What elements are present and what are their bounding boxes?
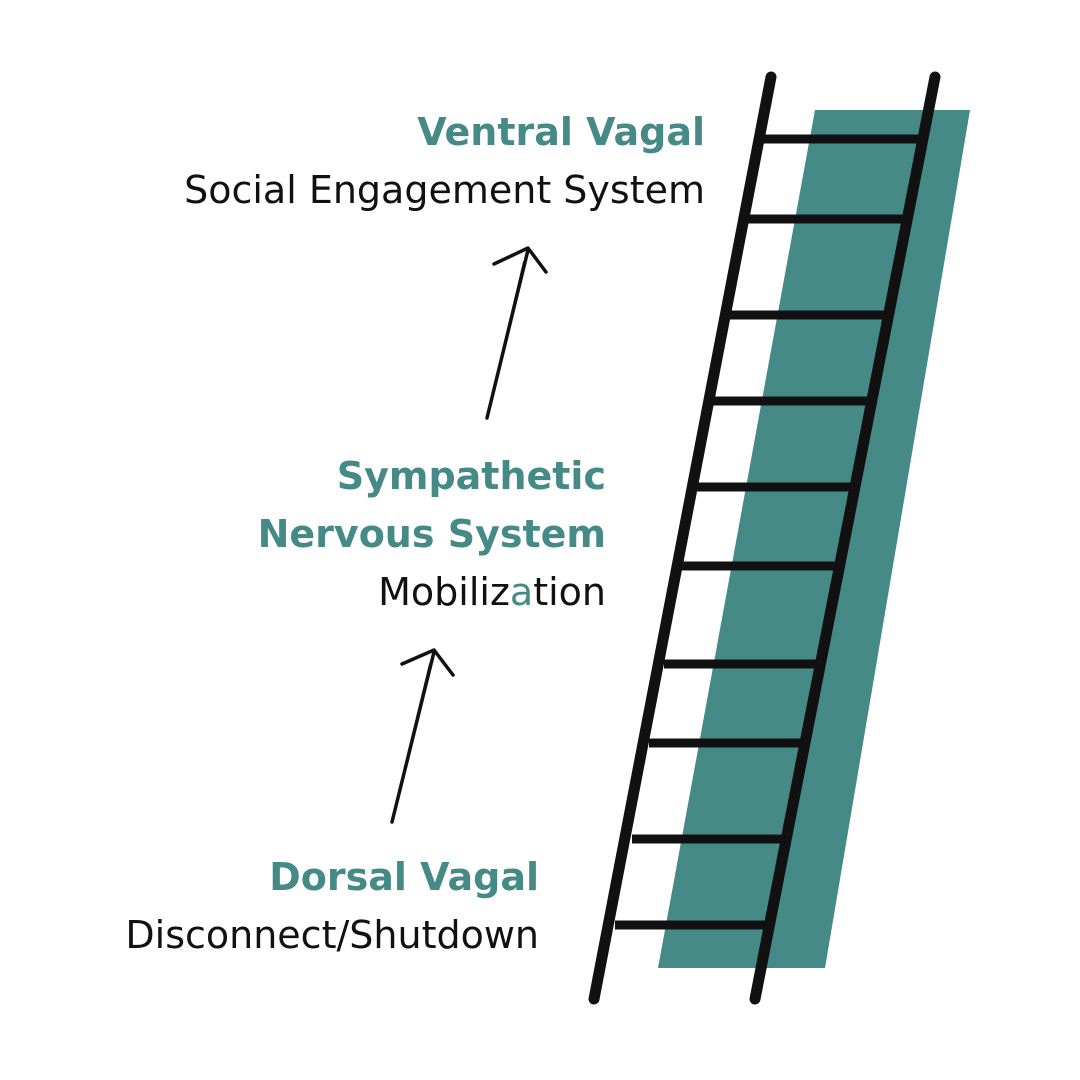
sympathetic-title-line1: Sympathetic	[336, 454, 606, 498]
dorsal-vagal-label: Dorsal Vagal Disconnect/Shutdown	[125, 855, 539, 957]
dorsal-vagal-title: Dorsal Vagal	[269, 855, 539, 899]
dorsal-vagal-subtitle: Disconnect/Shutdown	[125, 912, 539, 957]
up-arrow-icon	[390, 648, 455, 824]
up-arrow-icon	[485, 246, 548, 420]
sympathetic-subtitle-part2: tion	[533, 569, 606, 614]
sympathetic-subtitle-part1: Mobiliz	[378, 569, 510, 614]
ventral-vagal-subtitle: Social Engagement System	[184, 167, 705, 212]
sympathetic-subtitle: Mobilization	[258, 569, 606, 614]
sympathetic-subtitle-accent: a	[509, 569, 534, 614]
ladder-left-rail	[588, 71, 777, 1005]
ladder-icon	[588, 71, 941, 1005]
ventral-vagal-title: Ventral Vagal	[417, 110, 705, 154]
ventral-vagal-label: Ventral Vagal Social Engagement System	[184, 110, 705, 212]
sympathetic-title-line2: Nervous System	[257, 511, 606, 556]
ladder-right-rail	[749, 71, 941, 1005]
sympathetic-label: Sympathetic Nervous System Mobilization	[257, 454, 606, 614]
